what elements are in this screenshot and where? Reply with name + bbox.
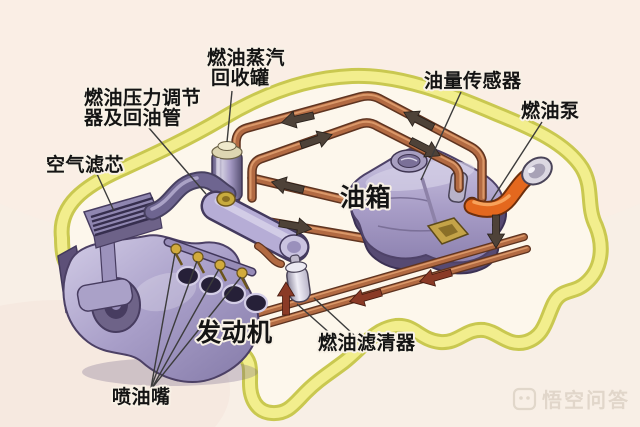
- tank-highlight: [365, 161, 475, 191]
- pointer-lines: [96, 90, 543, 389]
- air-filter-base: [76, 278, 134, 312]
- pointer-fuel-level-sensor: [420, 91, 462, 181]
- engine-assembly: [57, 141, 310, 386]
- cylinder-ports: [175, 265, 269, 314]
- injector-4: [236, 267, 248, 279]
- label-fuel-filter: 燃油滤清器: [318, 331, 416, 354]
- pointer-fuel-filter-1: [296, 303, 333, 336]
- label-vapor-canister-line1: 燃油蒸汽: [207, 46, 285, 69]
- fuel-filter-assembly: [254, 242, 311, 303]
- tank-seam: [365, 197, 429, 203]
- fuel-filter: [285, 254, 311, 303]
- watermark-text: 悟空问答: [542, 388, 630, 412]
- pointer-vapor-canister: [226, 90, 233, 143]
- fuel-pump-assembly: [463, 156, 553, 218]
- label-injector: 喷油嘴: [112, 386, 171, 408]
- pointer-fuel-pump: [490, 121, 543, 202]
- fuel-lines-top-loop: [231, 91, 487, 203]
- label-vapor-canister-line2: 回收罐: [211, 66, 270, 89]
- labels: 燃油蒸汽 回收罐 燃油压力调节 器及回油管 空气滤芯 油量传感器 燃油泵 油箱 …: [44, 44, 581, 410]
- valve-cover: [200, 190, 310, 263]
- label-regulator-line2: 器及回油管: [83, 106, 182, 129]
- injector-2: [192, 251, 204, 263]
- label-fuel-tank: 油箱: [340, 183, 391, 212]
- injector-1: [170, 243, 182, 255]
- injector-3: [214, 259, 226, 271]
- pointer-fuel-filter-2: [313, 297, 355, 336]
- fuel-rail: [163, 237, 257, 277]
- watermark-logo-icon: [512, 387, 537, 411]
- pointer-injector-1: [150, 252, 176, 389]
- label-fuel-pump: 燃油泵: [521, 99, 580, 122]
- intake-duct: [143, 171, 237, 221]
- label-air-filter: 空气滤芯: [46, 153, 124, 176]
- pointer-injector-2: [150, 260, 198, 389]
- pump-cap: [521, 156, 553, 186]
- watermark: 悟空问答: [512, 387, 630, 412]
- sender-float-arm: [420, 177, 438, 225]
- label-regulator-line1: 燃油压力调节: [84, 86, 201, 109]
- pointer-injector-4: [151, 276, 242, 389]
- label-engine: 发动机: [195, 318, 273, 347]
- air-filter-assembly: [76, 192, 163, 312]
- pointer-regulator: [148, 127, 207, 195]
- pointer-injector-3: [151, 268, 220, 389]
- label-fuel-level-sensor: 油量传感器: [424, 69, 522, 92]
- pointer-air-filter: [96, 173, 115, 212]
- injectors: [170, 243, 250, 290]
